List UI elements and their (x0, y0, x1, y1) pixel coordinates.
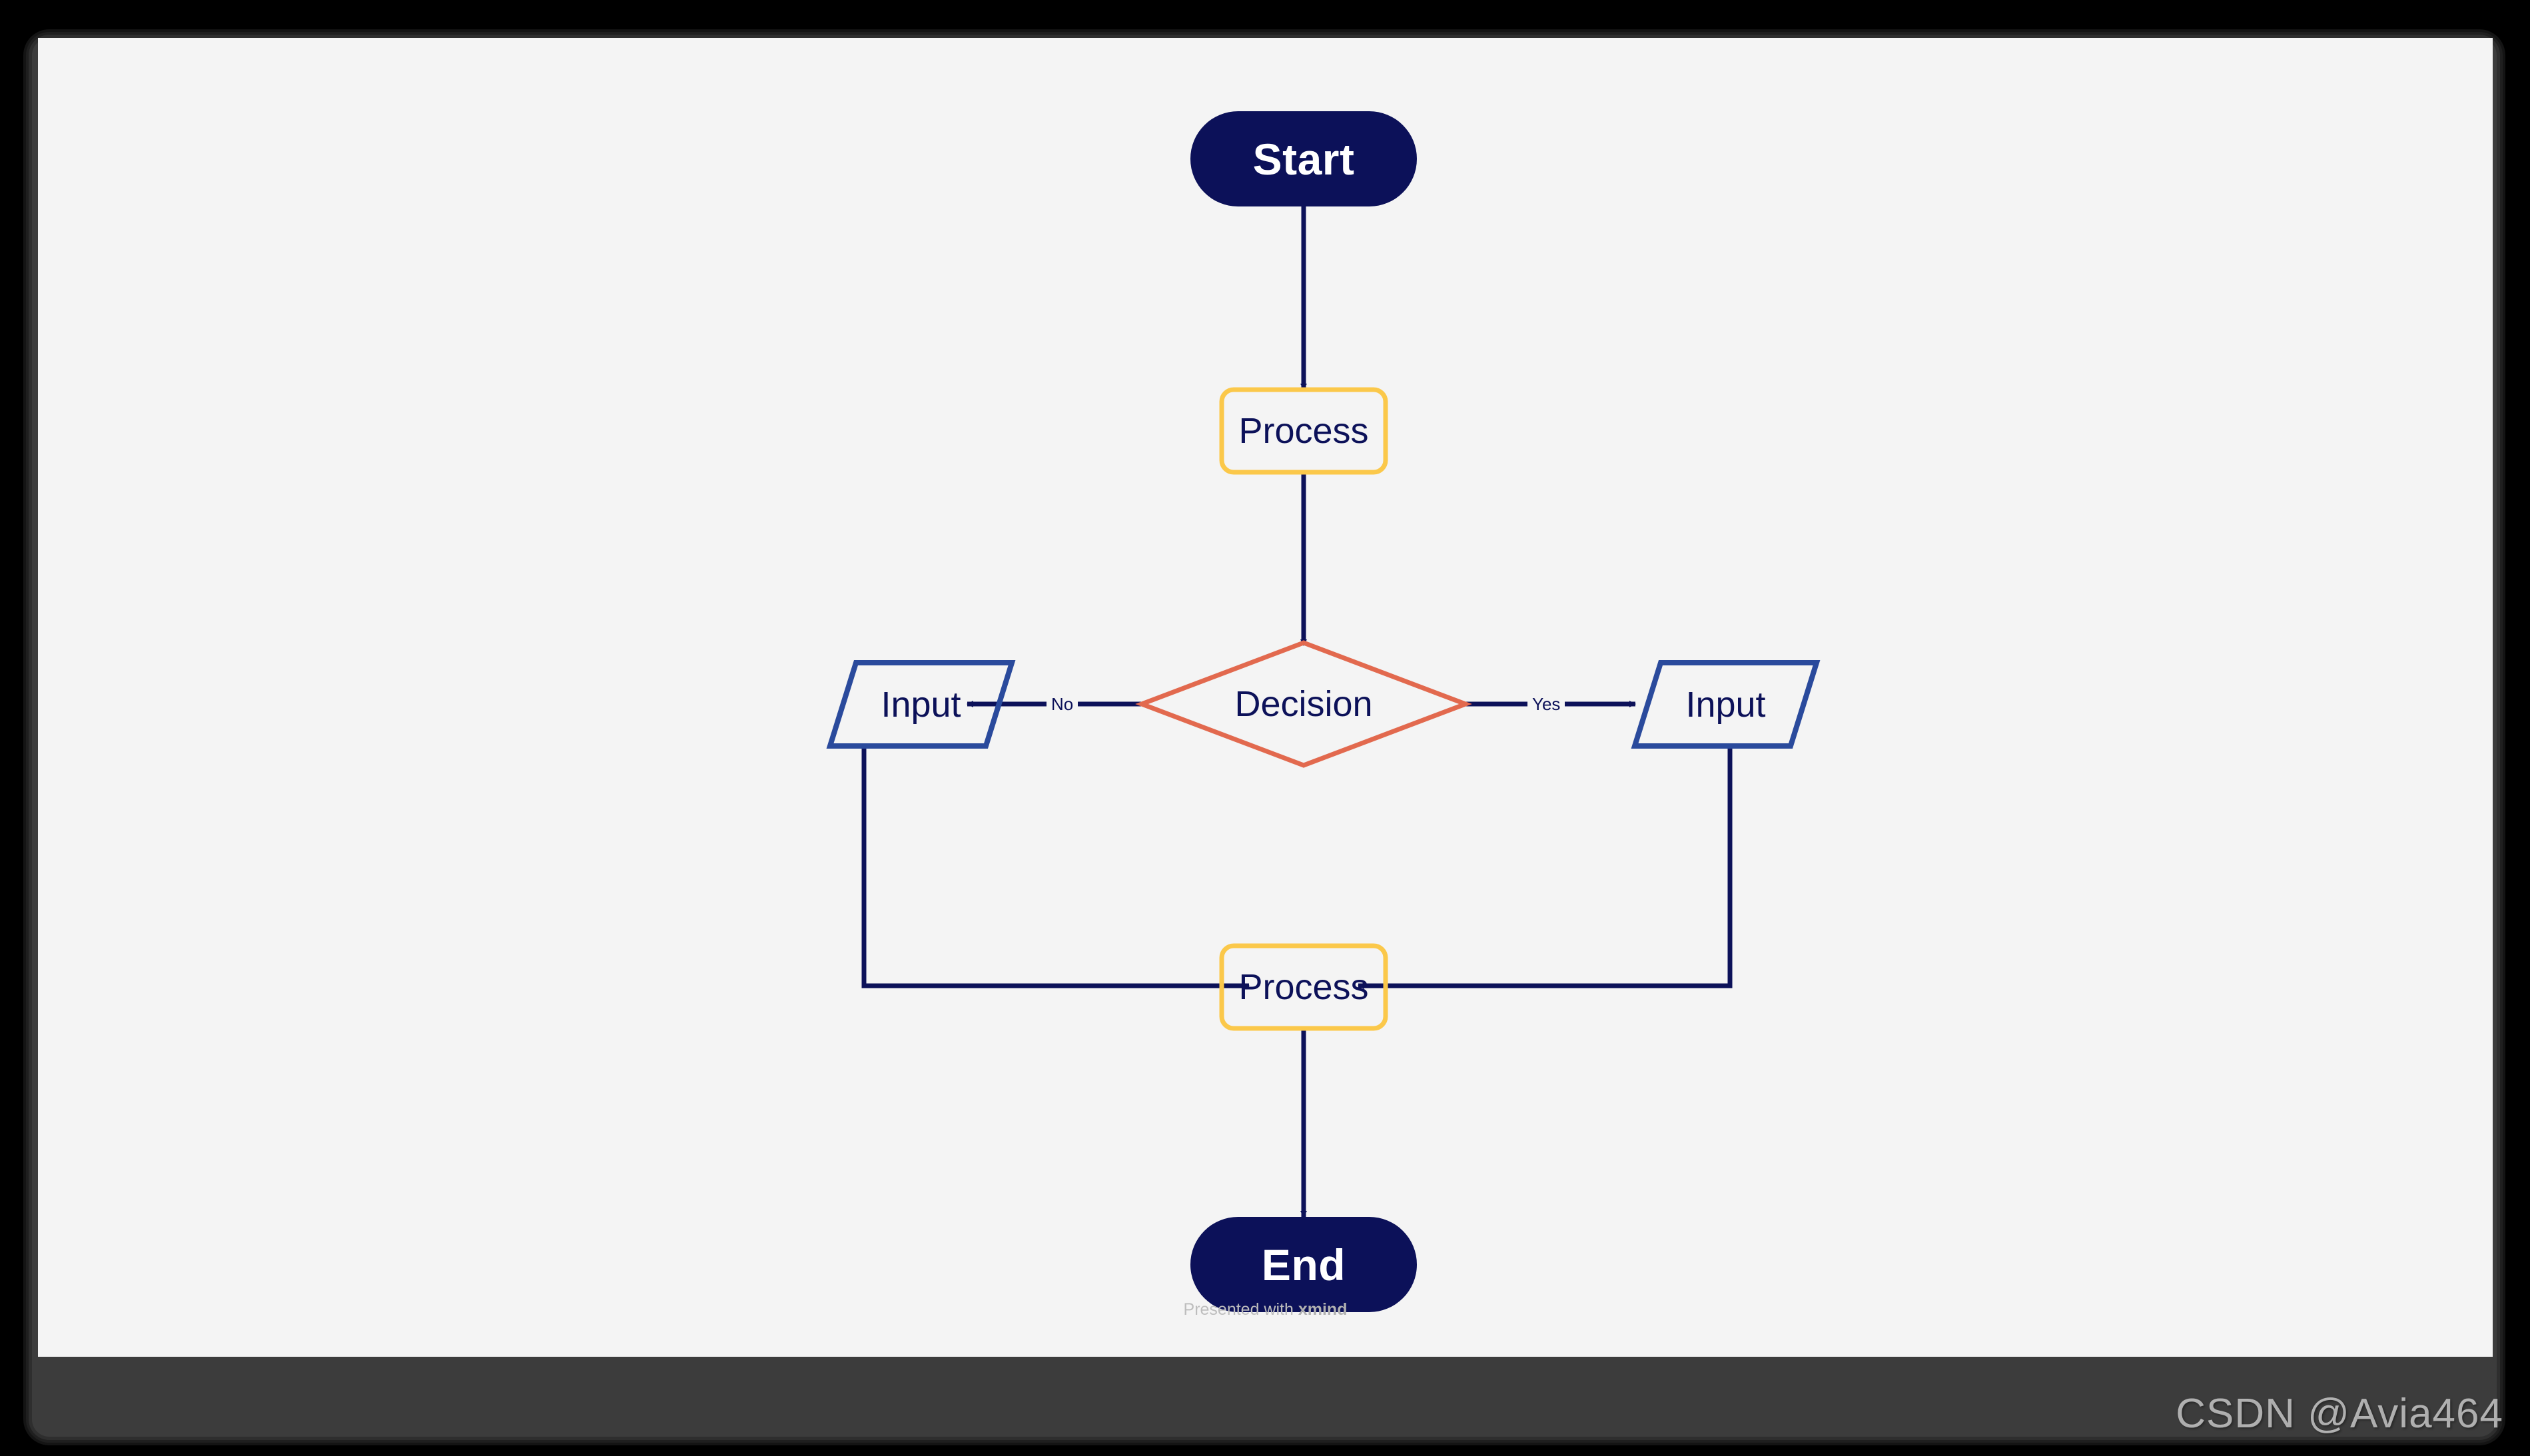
edge-input-right-to-process (1358, 746, 1733, 989)
xmind-credit: Presented with xmind (38, 1300, 2493, 1319)
xmind-brand-text: xmind (1298, 1300, 1348, 1319)
node-process-top-shape[interactable] (1219, 387, 1388, 475)
node-start-shape[interactable] (1190, 111, 1417, 206)
node-process-bottom-shape[interactable] (1219, 943, 1388, 1031)
credit-prefix-text: Presented with (1183, 1300, 1298, 1319)
node-input-left-shape[interactable] (826, 660, 1016, 749)
diagram-canvas[interactable]: Start Process Decision Input Input Proce… (38, 38, 2493, 1357)
edge-input-left-to-process (861, 746, 1250, 989)
flowchart-svg (826, 111, 1821, 1312)
node-input-right-shape[interactable] (1631, 660, 1821, 749)
node-decision-shape[interactable] (1135, 640, 1472, 768)
node-end-shape[interactable] (1190, 1217, 1417, 1312)
